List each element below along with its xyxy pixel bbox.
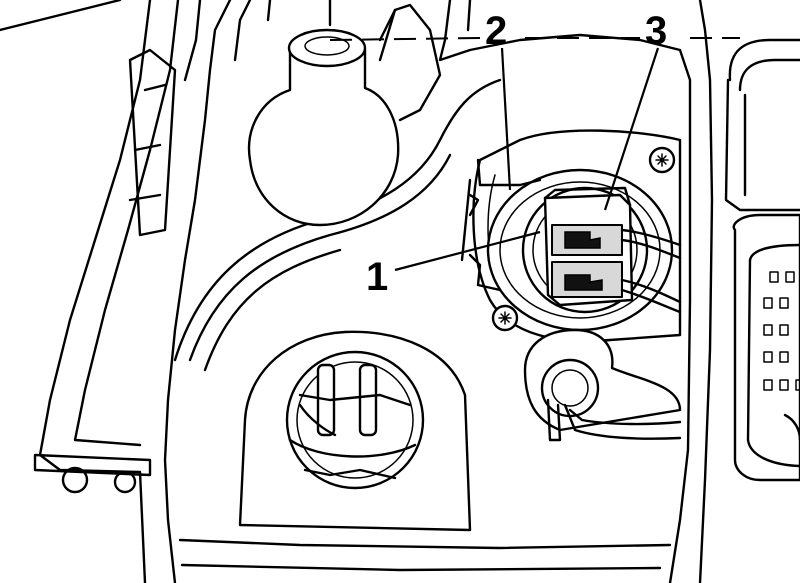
leader-3 (603, 47, 660, 211)
callout-3: 3 (645, 9, 667, 53)
lower-lamp-socket (238, 330, 472, 532)
top-dashed-line-left (329, 37, 481, 41)
leader-1 (394, 230, 541, 272)
terminal-grid (763, 271, 800, 391)
housing-inner-outline (163, 0, 714, 583)
screw-bottom-left-icon (491, 304, 519, 332)
callout-1: 1 (366, 255, 388, 299)
leader-2 (500, 47, 512, 191)
screw-top-right-icon (648, 146, 676, 174)
right-connector-module (724, 38, 800, 482)
main-lamp-aperture (460, 129, 682, 343)
small-bulb-socket (523, 328, 682, 442)
callout-2: 2 (485, 9, 507, 53)
housing-left-frame (0, 0, 202, 583)
